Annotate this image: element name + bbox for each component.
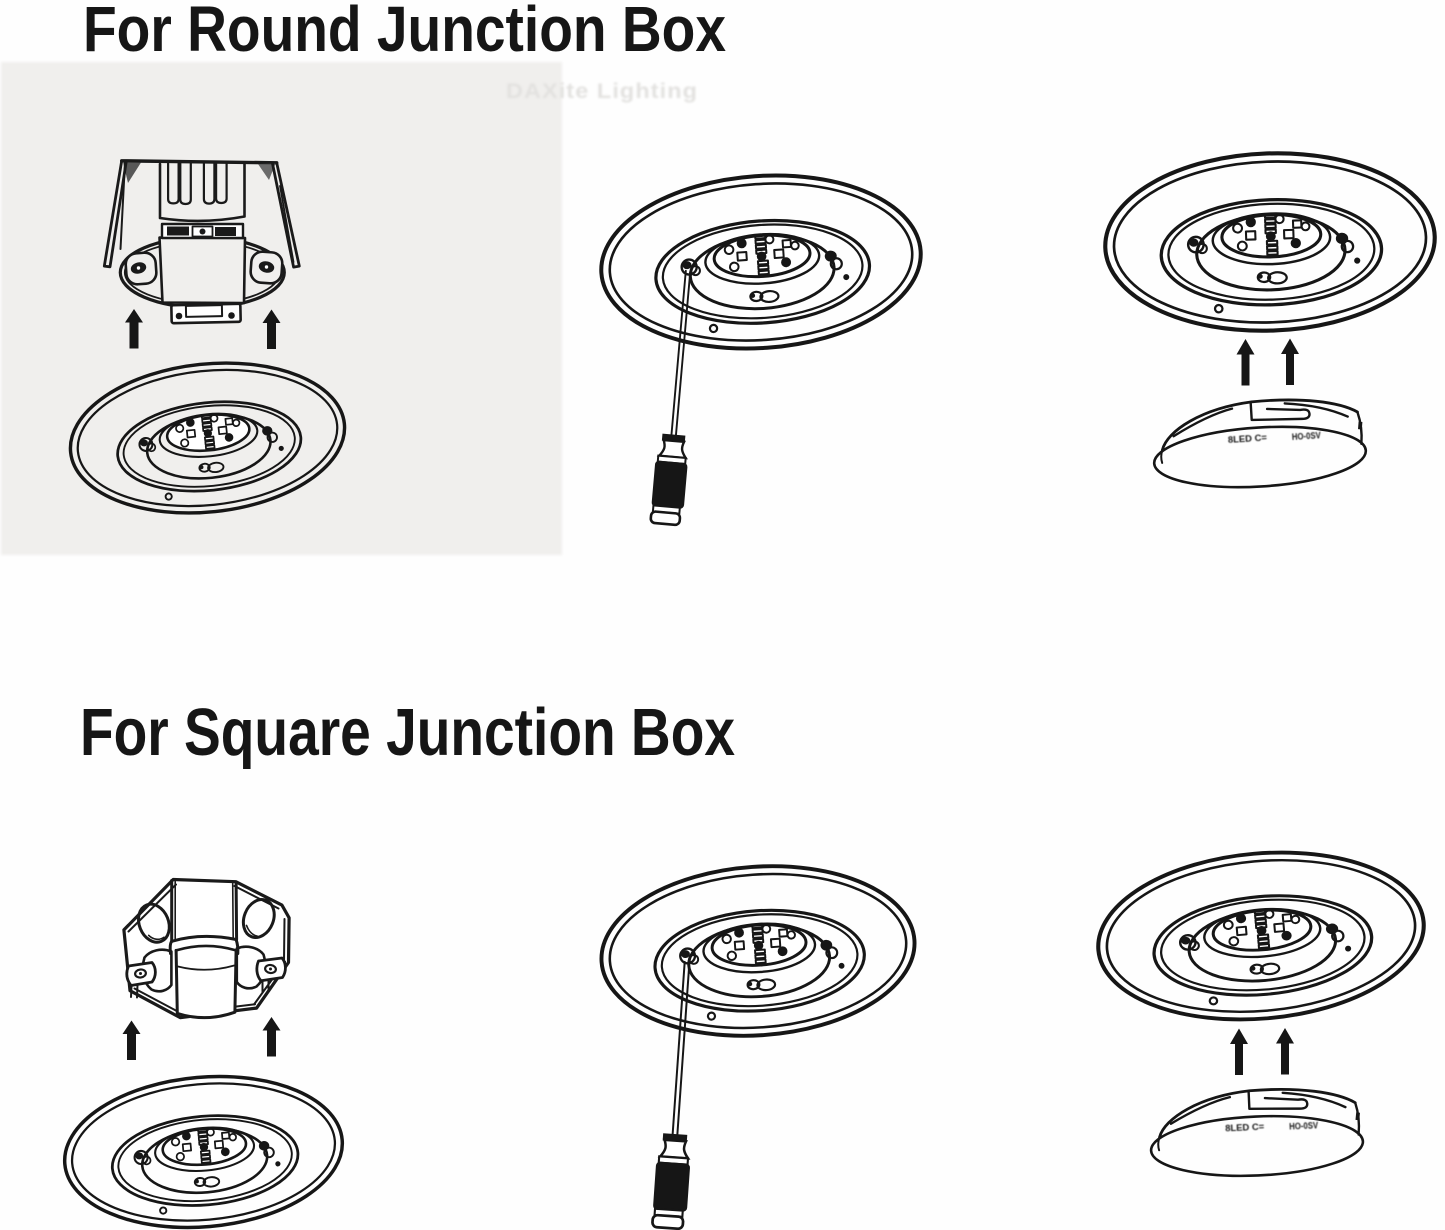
- svg-text:For Round Junction Box: For Round Junction Box: [83, 0, 726, 65]
- svg-text:For Square Junction Box: For Square Junction Box: [80, 695, 735, 770]
- svg-text:DAXite Lighting: DAXite Lighting: [506, 80, 698, 103]
